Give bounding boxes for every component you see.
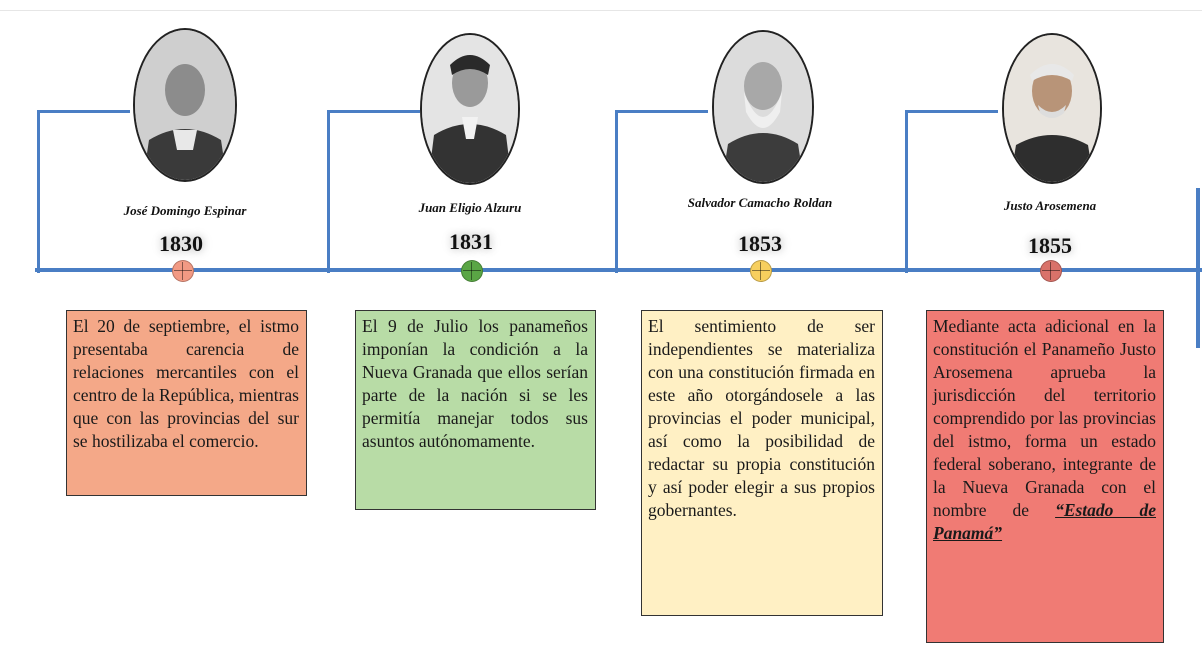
portrait-justo-arosemena: [1002, 33, 1102, 184]
portrait-salvador-camacho-roldan: [712, 30, 814, 184]
portrait-juan-eligio-alzuru: [420, 33, 520, 185]
event-description: El 9 de Julio los panameños imponían la …: [355, 310, 596, 510]
event-description-text: El 9 de Julio los panameños imponían la …: [362, 316, 588, 451]
timeline-axis: [35, 268, 1202, 272]
timeline-bracket-1: [37, 110, 130, 273]
event-name: Salvador Camacho Roldan: [687, 195, 833, 210]
event-year: 1831: [449, 229, 493, 254]
timeline-bracket-2: [327, 110, 420, 273]
timeline-marker-1831: [461, 260, 483, 282]
event-description-text: El sentimiento de ser independientes se …: [648, 316, 875, 520]
timeline-marker-1853: [750, 260, 772, 282]
person-silhouette-icon: [135, 30, 235, 180]
event-emphasis-text: “Estado de Panamá”: [933, 500, 1156, 543]
event-name: José Domingo Espinar: [123, 203, 247, 218]
event-name: Justo Arosemena: [1003, 198, 1097, 213]
event-name: Juan Eligio Alzuru: [418, 200, 522, 215]
event-description-text: Mediante acta adicional en la constituci…: [933, 316, 1156, 520]
top-divider: [0, 10, 1202, 11]
event-description: Mediante acta adicional en la constituci…: [926, 310, 1164, 643]
timeline-marker-1855: [1040, 260, 1062, 282]
timeline-bracket-4: [905, 110, 998, 273]
timeline-marker-1830: [172, 260, 194, 282]
portrait-jose-domingo-espinar: [133, 28, 237, 182]
person-silhouette-icon: [714, 32, 812, 182]
event-description: El sentimiento de ser independientes se …: [641, 310, 883, 616]
event-description-text: El 20 de septiembre, el istmo presentaba…: [73, 316, 299, 451]
event-description: El 20 de septiembre, el istmo presentaba…: [66, 310, 307, 496]
person-silhouette-icon: [1004, 35, 1100, 182]
event-year: 1853: [738, 231, 782, 256]
person-silhouette-icon: [422, 35, 518, 183]
event-year: 1855: [1028, 233, 1072, 258]
timeline-bracket-3: [615, 110, 708, 273]
event-year: 1830: [159, 231, 203, 256]
timeline-end-bar: [1196, 188, 1200, 348]
